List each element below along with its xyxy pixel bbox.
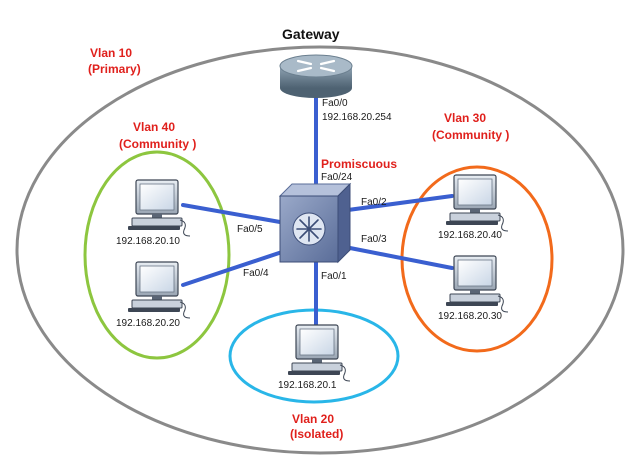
vlan30-type: (Community ) xyxy=(432,128,510,142)
vlan40-ellipse xyxy=(83,150,231,360)
host-ip-h10: 192.168.20.10 xyxy=(116,236,180,247)
vlan10-name: Vlan 10 xyxy=(90,46,133,60)
pc-icon-h20[interactable] xyxy=(128,261,191,319)
vlan10-type: (Primary) xyxy=(88,62,141,76)
vlan10-ellipse xyxy=(15,45,625,455)
pc-icon-h40[interactable] xyxy=(446,174,509,232)
host-ip-h20: 192.168.20.20 xyxy=(116,318,180,329)
vlan40-name: Vlan 40 xyxy=(133,120,176,134)
host-ip-h30: 192.168.20.30 xyxy=(438,311,502,322)
pc-icon-h30[interactable] xyxy=(446,255,509,313)
link-fa0-3 xyxy=(348,246,454,270)
vlan20-name: Vlan 20 xyxy=(292,412,335,426)
host-ip-h40: 192.168.20.40 xyxy=(438,230,502,241)
port-fa0-5: Fa0/5 xyxy=(237,224,263,235)
port-fa0-1: Fa0/1 xyxy=(321,271,347,282)
port-fa0-2: Fa0/2 xyxy=(361,197,387,208)
switch-icon[interactable] xyxy=(278,182,352,264)
pc-icon-h1[interactable] xyxy=(288,324,351,382)
link-fa0-2 xyxy=(346,194,454,212)
vlan20-type: (Isolated) xyxy=(290,427,344,441)
port-fa0-3: Fa0/3 xyxy=(361,234,387,245)
links xyxy=(181,86,454,330)
port-fa0-4: Fa0/4 xyxy=(243,268,269,279)
link-fa0-4 xyxy=(181,250,284,287)
link-fa0-5 xyxy=(181,203,282,224)
gateway-port: Fa0/0 xyxy=(322,98,348,109)
vlan30-name: Vlan 30 xyxy=(444,111,487,125)
gateway-ip: 192.168.20.254 xyxy=(322,112,392,123)
port-fa0-24: Fa0/24 xyxy=(321,172,353,183)
pc-icon-h10[interactable] xyxy=(128,179,191,237)
promiscuous-label: Promiscuous xyxy=(321,157,398,171)
vlan40-type: (Community ) xyxy=(119,137,197,151)
router-icon[interactable] xyxy=(279,54,353,98)
gateway-title: Gateway xyxy=(282,26,340,42)
host-ip-h1: 192.168.20.1 xyxy=(278,380,337,391)
